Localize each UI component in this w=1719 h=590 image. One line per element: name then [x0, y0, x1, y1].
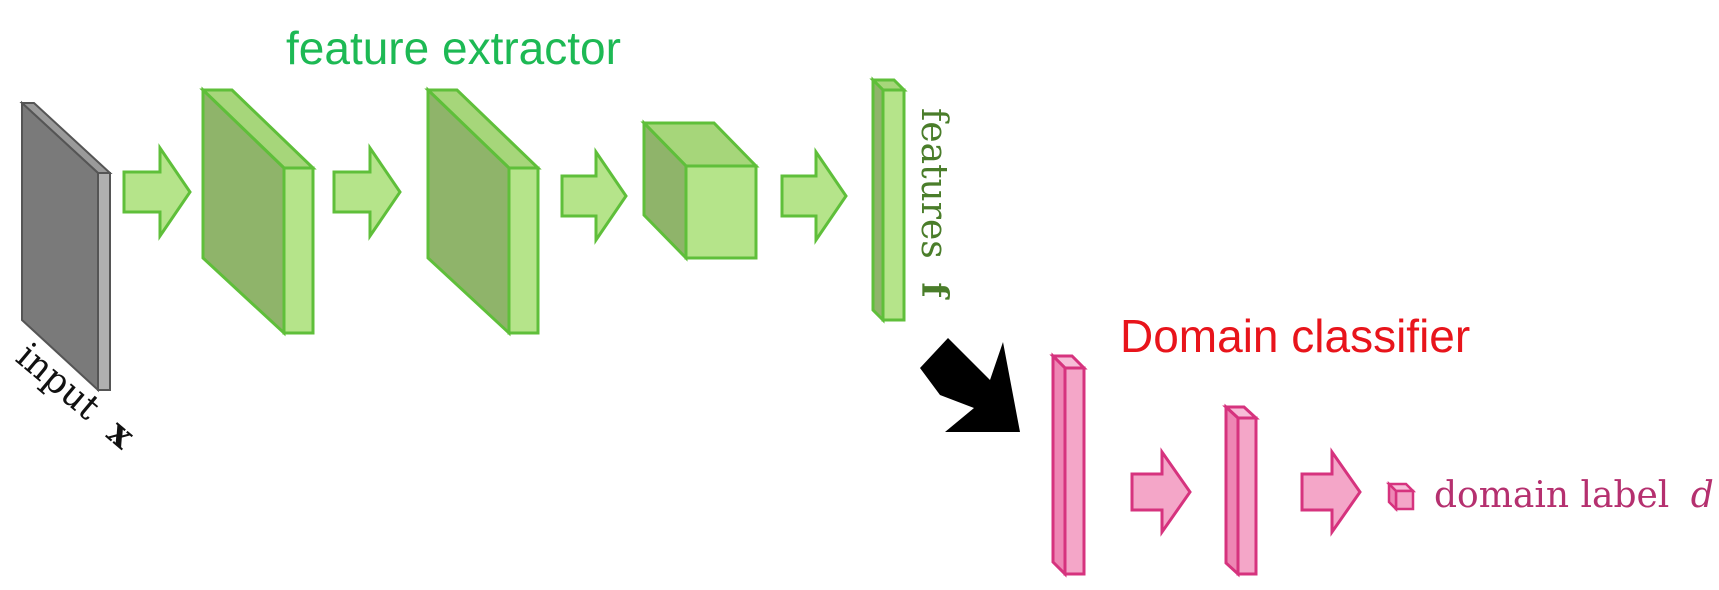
features-label: features	[913, 108, 954, 259]
black-arrow	[920, 338, 1020, 432]
conv-layer-1	[199, 86, 317, 337]
domain-label-symbol: d	[1691, 475, 1714, 516]
input-symbol: x	[99, 411, 143, 457]
arrow-1	[122, 143, 192, 241]
conv-layer-2	[424, 86, 542, 337]
pink-arrow-1	[1130, 447, 1192, 537]
domain-classifier-title: Domain classifier	[1120, 310, 1470, 362]
features-symbol: f	[913, 282, 955, 300]
domain-output-cube	[1385, 480, 1417, 513]
conv-layer-3-cube	[640, 119, 760, 262]
features-vector	[869, 76, 908, 324]
domain-layer-2	[1222, 403, 1260, 578]
pink-arrow-2	[1300, 447, 1362, 537]
svg-text:features f: features f	[913, 108, 955, 300]
input-layer	[19, 100, 113, 393]
domain-label-text: domain label	[1434, 475, 1669, 516]
feature-extractor-title: feature extractor	[286, 22, 621, 74]
arrow-2	[332, 143, 402, 241]
arrow-4	[780, 147, 848, 245]
domain-layer-1	[1049, 352, 1088, 578]
svg-text:domain label d: domain label d	[1434, 475, 1714, 516]
arrow-3	[560, 147, 628, 245]
